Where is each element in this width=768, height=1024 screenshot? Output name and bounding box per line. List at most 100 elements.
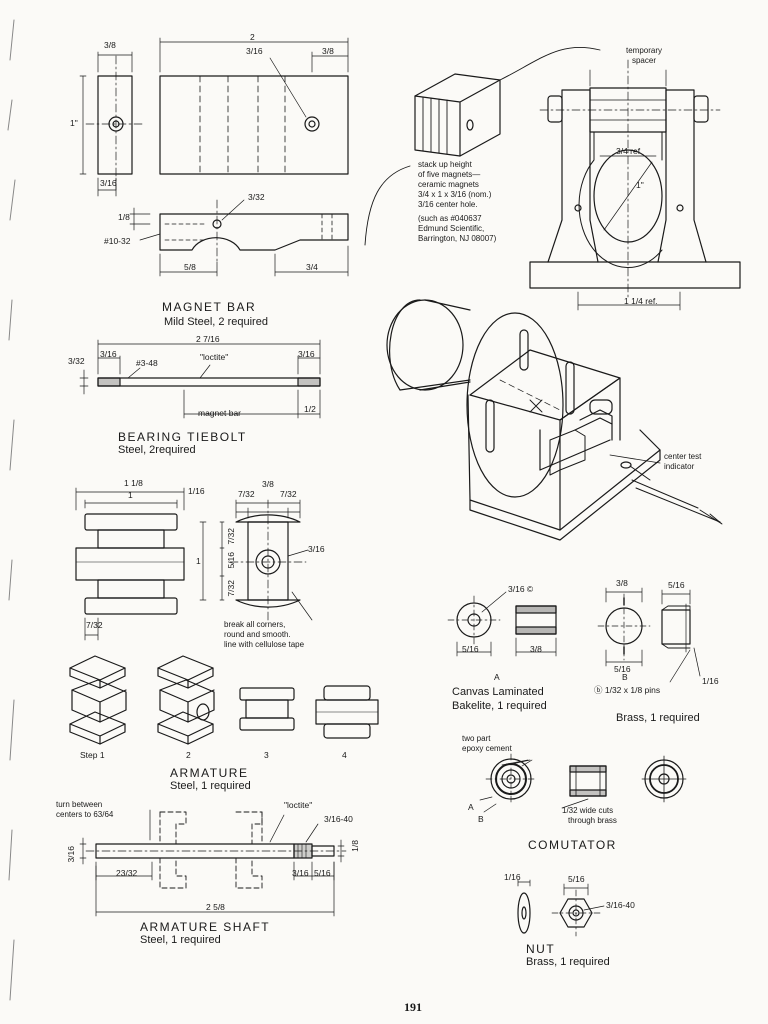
armature-title: ARMATURE — [170, 766, 249, 780]
bakelite-label-a: A — [494, 672, 500, 682]
ad-dim-3-8: 3/8 — [262, 479, 274, 489]
mb-dim-thread: #10-32 — [104, 236, 131, 246]
mb-dim-2: 2 — [250, 32, 255, 42]
mb-dim-3-4: 3/4 — [306, 262, 318, 272]
bearing-tiebolt-subtitle: Steel, 2required — [118, 444, 196, 456]
shaft-turn-note: turn between centers to 63/64 — [56, 800, 114, 819]
jig-dim-1: 1" — [636, 180, 644, 190]
brass-dim-1-16: 1/16 — [702, 676, 719, 686]
ad-dim-1v: 1 — [196, 556, 201, 566]
bakelite-dim-3-8: 3/8 — [530, 644, 542, 654]
mb-dim-1-8: 1/8 — [118, 212, 130, 222]
ad-dim-3-16: 3/16 — [308, 544, 325, 554]
armature-step-4 — [315, 685, 379, 739]
armature-subtitle: Steel, 1 required — [170, 780, 251, 792]
mb-dim-1: 1" — [70, 118, 78, 128]
mb-dim-3-16a: 3/16 — [246, 46, 263, 56]
shaft-thread: 3/16-40 — [324, 814, 353, 824]
shaft-dim-5-16: 5/16 — [314, 868, 331, 878]
bt-magnet-bar: magnet bar — [198, 408, 241, 418]
shaft-dim-3-16: 3/16 — [66, 846, 76, 863]
mb-dim-5-8: 5/8 — [184, 262, 196, 272]
bt-dim-3-16a: 3/16 — [100, 349, 117, 359]
shaft-dim-1-8: 1/8 — [350, 840, 360, 852]
shaft-dim-total: 2 5/8 — [206, 902, 225, 912]
ad-dim-7-32a: 7/32 — [238, 489, 255, 499]
shaft-dim-23-32: 23/32 — [116, 868, 138, 878]
brass-part-b — [597, 587, 701, 683]
jig-isometric-view — [386, 299, 723, 541]
armature-detail-front — [75, 487, 185, 641]
step-4-label: 4 — [342, 750, 347, 760]
mb-dim-3-16b: 3/16 — [100, 178, 117, 188]
jig-front-view — [529, 59, 741, 311]
bakelite-subtitle: Bakelite, 1 required — [452, 700, 547, 712]
bakelite-dim-3-16c: 3/16 © — [508, 584, 534, 594]
magnets-note: stack up height of five magnets— ceramic… — [418, 160, 497, 243]
comutator-drawing — [479, 753, 687, 813]
armature-step-2 — [157, 655, 215, 745]
brass-dim-5-16a: 5/16 — [668, 580, 685, 590]
bt-dim-thread: #3-48 — [136, 358, 158, 368]
armature-shaft-subtitle: Steel, 1 required — [140, 934, 221, 946]
mb-dim-3-8a: 3/8 — [104, 40, 116, 50]
nut-dim-thread: 3/16-40 — [606, 900, 635, 910]
jig-ref-3-4: 3/4 ref — [616, 146, 641, 156]
brass-dim-3-8: 3/8 — [616, 578, 628, 588]
ad-dim-1-1-8: 1 1/8 — [124, 478, 143, 488]
comutator-title: COMUTATOR — [528, 838, 617, 852]
nut-dim-5-16: 5/16 — [568, 874, 585, 884]
bakelite-title: Canvas Laminated — [452, 686, 544, 698]
bt-dim-1-2: 1/2 — [304, 404, 316, 414]
nut-subtitle: Brass, 1 required — [526, 956, 610, 968]
comutator-label-b: B — [478, 814, 484, 824]
cuts-note: 1/32 wide cuts through brass — [562, 806, 617, 825]
mb-dim-3-8b: 3/8 — [322, 46, 334, 56]
ad-dim-5-16: 5/16 — [226, 552, 236, 569]
armature-step-3 — [239, 687, 295, 731]
ad-dim-7-32b: 7/32 — [280, 489, 297, 499]
shaft-loctite: "loctite" — [284, 800, 313, 810]
magnet-bar-end-view — [79, 51, 146, 197]
magnet-bar-subtitle: Mild Steel, 2 required — [164, 316, 268, 328]
bearing-tiebolt-drawing — [79, 339, 321, 419]
magnet-bar-title: MAGNET BAR — [162, 300, 257, 314]
armature-corner-note: break all corners, round and smooth. lin… — [224, 620, 305, 649]
armature-shaft-title: ARMATURE SHAFT — [140, 920, 271, 934]
comutator-label-a: A — [468, 802, 474, 812]
bearing-tiebolt-title: BEARING TIEBOLT — [118, 430, 247, 444]
bt-loctite: "loctite" — [200, 352, 229, 362]
brass-pins: ⓑ 1/32 x 1/8 pins — [594, 685, 661, 695]
step-1-label: Step 1 — [80, 750, 105, 760]
bt-dim-3-32: 3/32 — [68, 356, 85, 366]
step-2-label: 2 — [186, 750, 191, 760]
ad-dim-7-32d: 7/32 — [226, 580, 236, 597]
bt-dim-total: 2 7/16 — [196, 334, 220, 344]
jig-ref-1-1-4: 1 1/4 ref. — [624, 296, 658, 306]
bakelite-part-a — [447, 591, 557, 657]
step-3-label: 3 — [264, 750, 269, 760]
epoxy-note: two part epoxy cement — [462, 734, 512, 753]
ad-dim-1: 1 — [128, 490, 133, 500]
temporary-spacer-label: temporary spacer — [625, 46, 662, 65]
nut-drawing — [517, 879, 605, 937]
shaft-dim-3-16b: 3/16 — [292, 868, 309, 878]
brass-subtitle: Brass, 1 required — [616, 712, 700, 724]
nut-dim-1-16: 1/16 — [504, 872, 521, 882]
magnets-stack — [364, 46, 601, 246]
magnet-bar-top-view — [159, 37, 349, 175]
ad-dim-1-16: 1/16 — [188, 486, 205, 496]
bakelite-dim-5-16: 5/16 — [462, 644, 479, 654]
ad-dim-7-32c: 7/32 — [226, 528, 236, 545]
magnet-bar-side-view — [129, 199, 349, 277]
brass-dim-5-16b: 5/16 — [614, 664, 631, 674]
page-edge-marks — [7, 19, 16, 1001]
mb-dim-3-32: 3/32 — [248, 192, 265, 202]
nut-title: NUT — [526, 942, 556, 956]
brass-label-b: B — [622, 672, 628, 682]
center-test-indicator-label: center test indicator — [664, 452, 702, 471]
page-number: 191 — [404, 1000, 422, 1014]
armature-step-1 — [69, 655, 127, 745]
bt-dim-3-16b: 3/16 — [298, 349, 315, 359]
